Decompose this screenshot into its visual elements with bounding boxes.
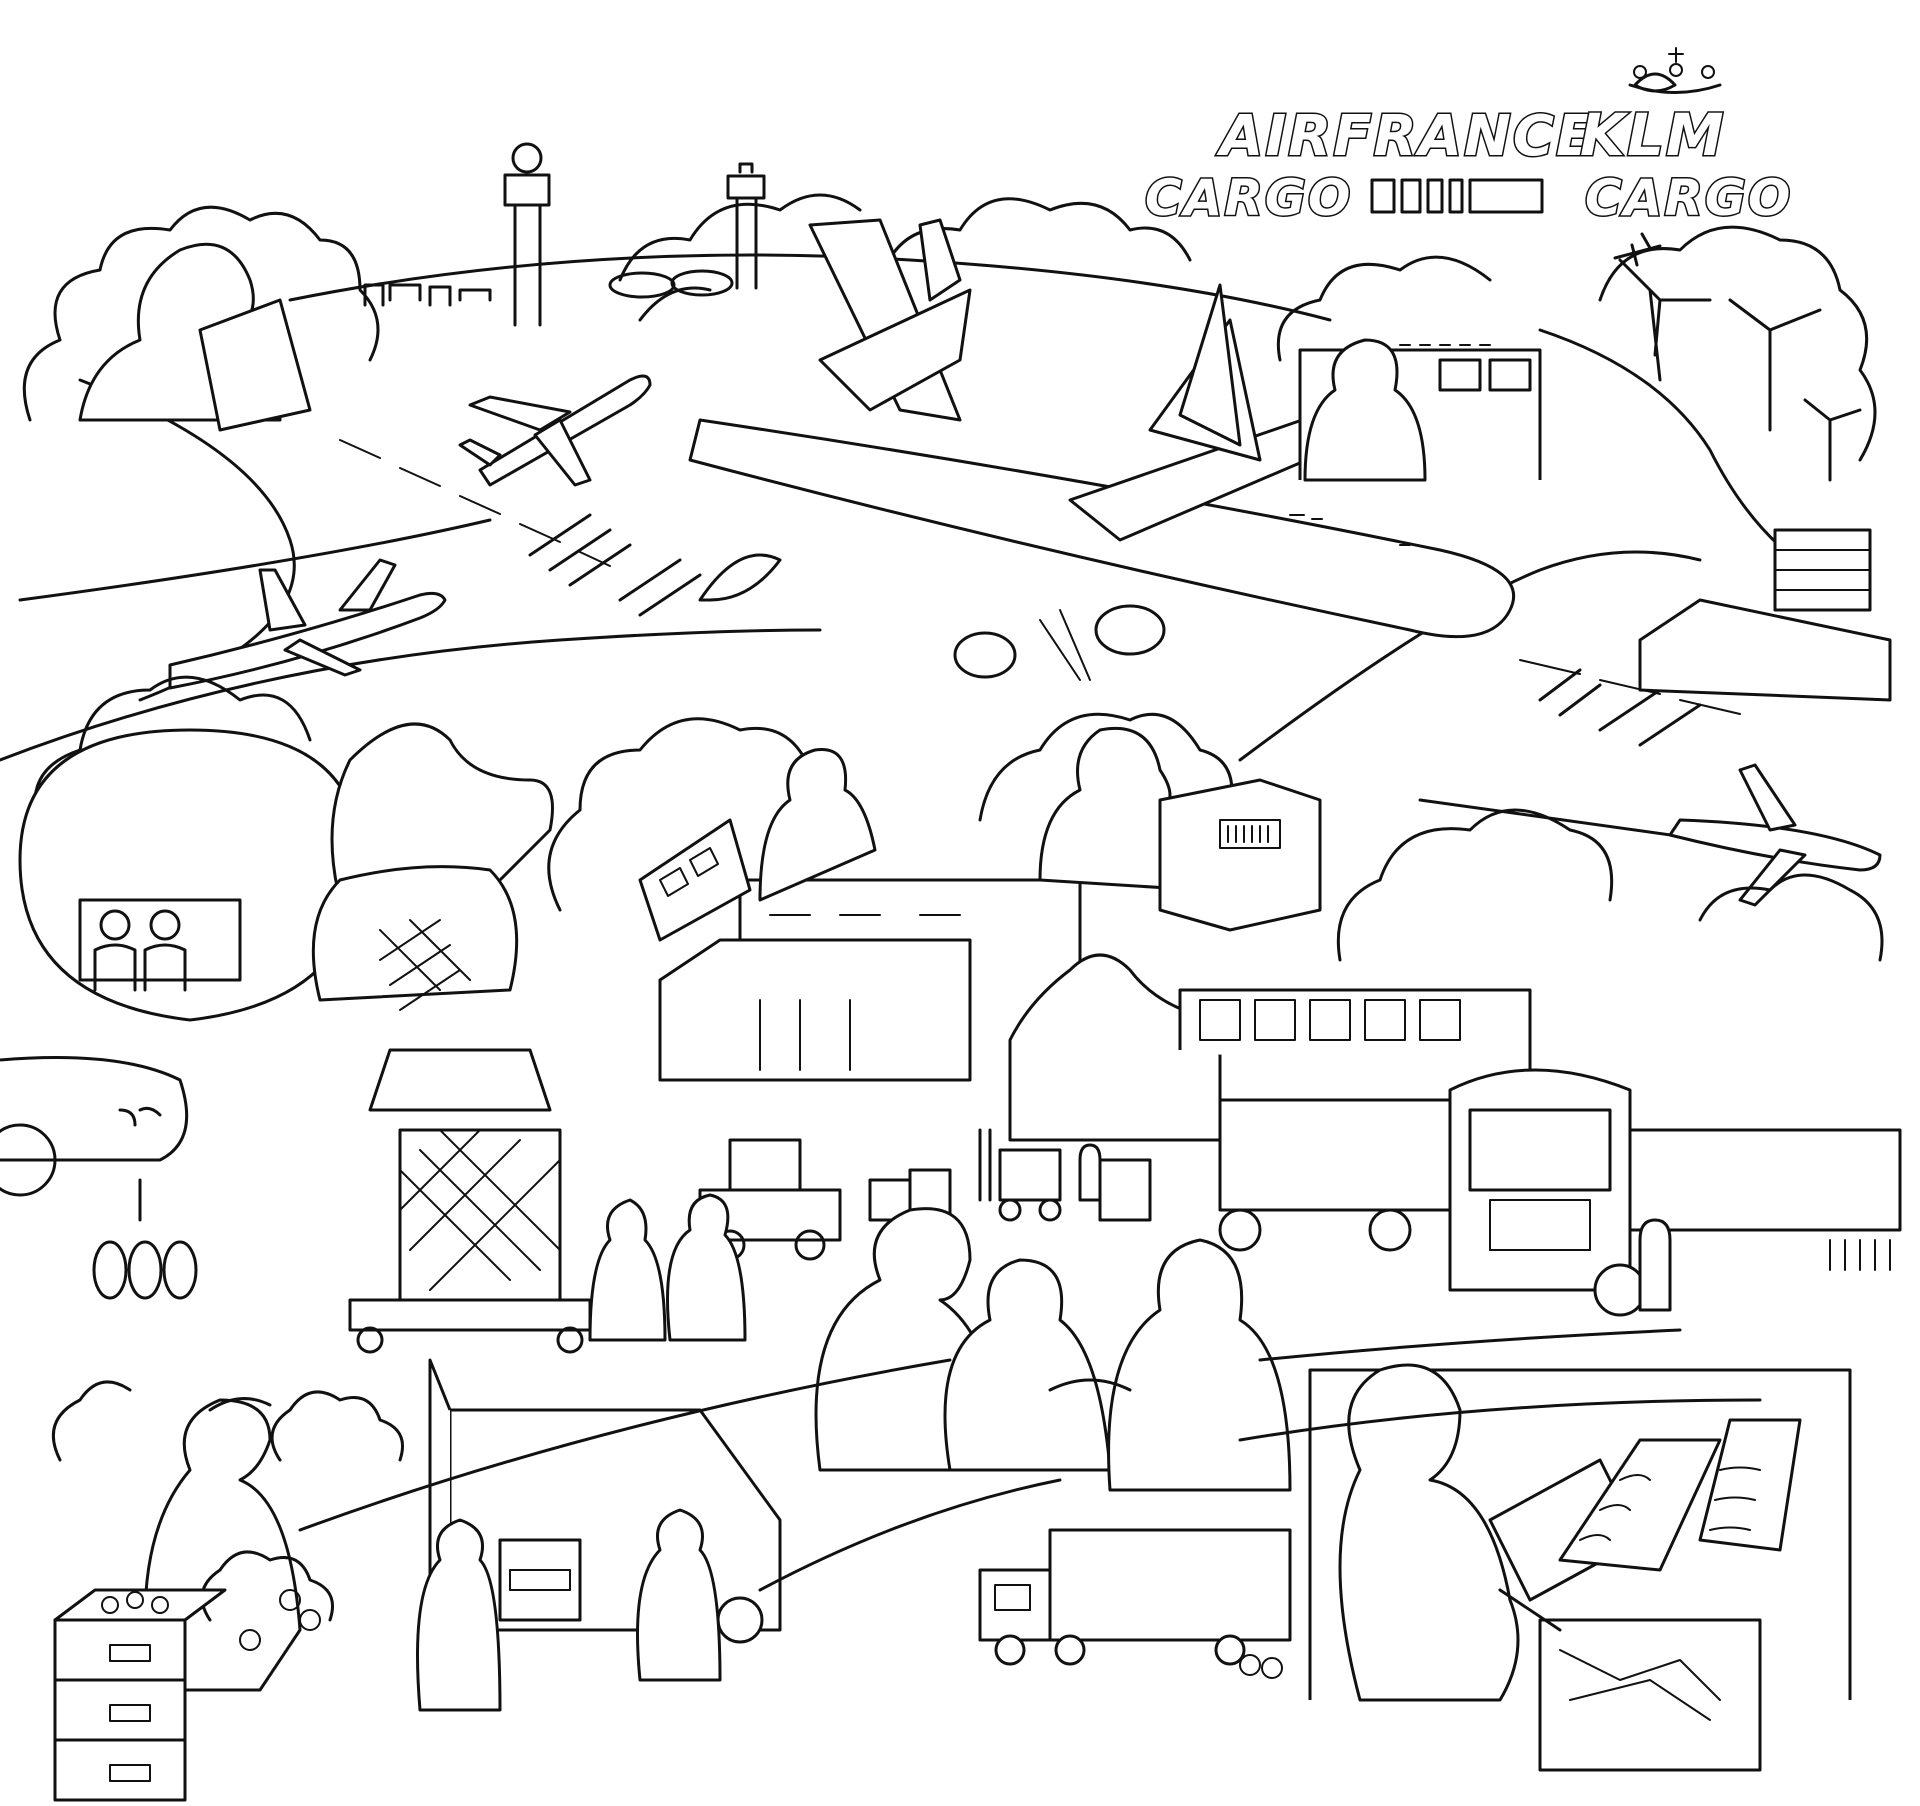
logo-line2-right: CARGO [1585,169,1792,227]
logo-line2-left: CARGO [1145,169,1352,227]
logo-stripes [1370,178,1544,214]
aircraft-nose-and-gear-left [0,1056,198,1300]
small-plane-taxiing-left [168,558,447,690]
cargo-truck-large [1218,1068,1902,1317]
trees-middle-row [33,675,1884,962]
logo-line1-right: KLM [1580,101,1726,169]
wind-turbines [1618,258,1862,482]
shopper-at-market-stall [1308,1363,1852,1702]
airfrance-klm-cargo-logo: AIRFRANCE KLM CARGO CARGO [1144,47,1792,229]
control-tower-left [503,142,551,327]
stacked-boxes [868,1158,1152,1222]
forklift [978,1128,1062,1222]
operator-scanning-parcel [1038,726,1322,932]
control-tower-right [726,162,766,290]
ground-vehicle-truck-small [698,1138,842,1261]
crown-icon [1628,47,1722,94]
small-delivery-truck [978,1528,1292,1679]
person-with-tablet [638,748,877,942]
business-handshake-group [814,1207,1292,1492]
nose-loading-cargo-plane [311,722,554,1112]
logo-line1-left: AIRFRANCE [1216,104,1596,169]
fruit-crates-stack [53,1588,227,1802]
cockpit-pilots-scene [1298,338,1542,482]
trees-top-center [618,193,862,322]
airport-buildings-skyline [363,269,734,307]
ground-workers-group [588,1143,1672,1342]
delivery-van-unloading [416,1358,782,1712]
cargo-pallet-net [348,1128,592,1354]
person-with-laptop-silhouette [78,242,312,432]
pilots-cockpit-inset [18,728,362,1022]
small-plane-right [1668,763,1882,907]
trees-top-left [22,205,380,422]
shopping-cart [1498,1588,1762,1772]
tiny-plane-icon [1613,232,1662,267]
office-building-right [1638,528,1892,702]
small-plane-taking-off [458,374,652,487]
foreground-roads [298,1328,1762,1592]
cargo-warehouse [658,878,1532,1142]
